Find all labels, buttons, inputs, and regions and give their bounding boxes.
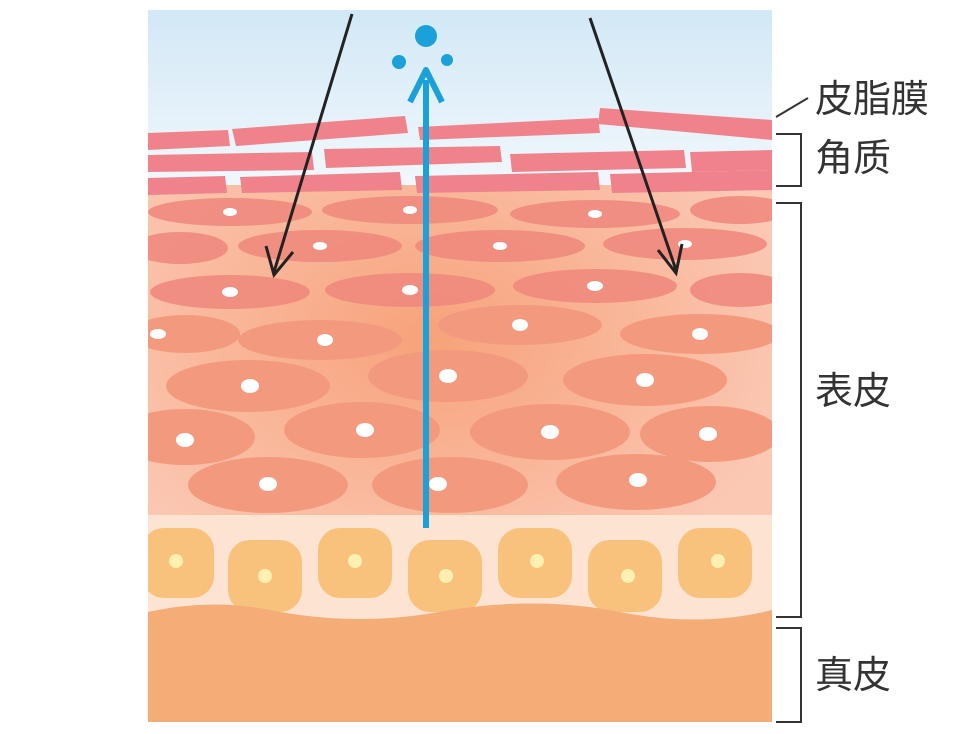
sebum-film-label: 皮脂膜 bbox=[815, 77, 930, 121]
dermis-label: 真皮 bbox=[815, 653, 892, 697]
dermis-layer bbox=[148, 603, 772, 722]
down-arrow-icon bbox=[656, 243, 684, 277]
epidermis-label: 表皮 bbox=[815, 369, 892, 413]
water-evaporation-arrow bbox=[392, 25, 453, 528]
corneum-bracket bbox=[776, 133, 802, 187]
water-droplet-icon bbox=[415, 25, 437, 47]
basal-nuclei bbox=[169, 554, 725, 583]
inward-arrows bbox=[264, 13, 684, 279]
cell-nuclei bbox=[150, 206, 717, 491]
sebum-film-leader-line bbox=[775, 97, 809, 118]
water-droplet-icon bbox=[392, 55, 406, 69]
corneum-cells bbox=[148, 108, 772, 195]
left-down-arrow-shaft bbox=[272, 13, 354, 273]
up-arrow-icon bbox=[407, 67, 445, 104]
right-down-arrow-shaft bbox=[588, 17, 678, 271]
dermis-bracket bbox=[776, 627, 802, 723]
down-arrow-icon bbox=[264, 245, 295, 279]
epidermis-bracket bbox=[776, 202, 802, 618]
corneum-label: 角质 bbox=[815, 136, 892, 180]
water-droplet-icon bbox=[441, 54, 453, 66]
